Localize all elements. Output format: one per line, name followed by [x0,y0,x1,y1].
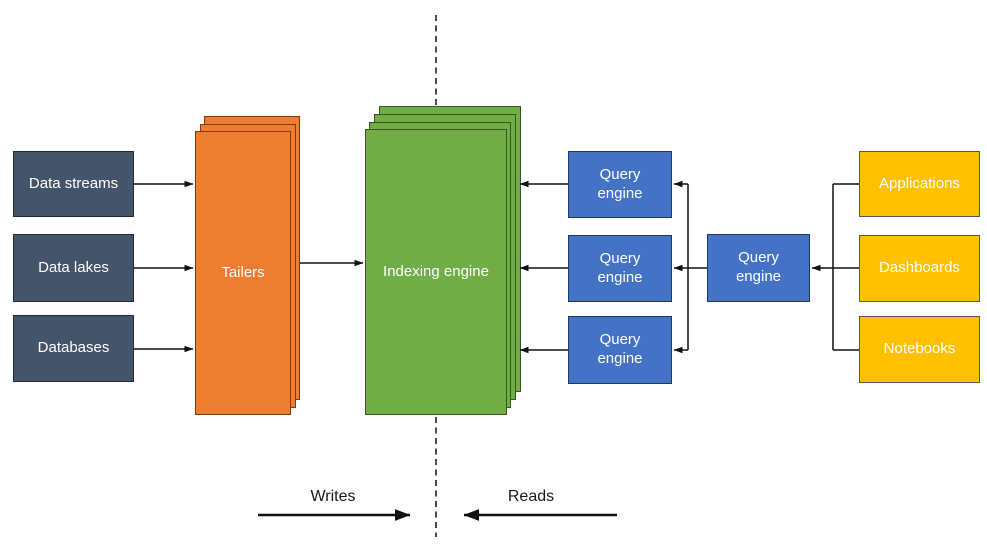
box-applications: Applications [859,151,980,217]
box-query-engine-3-label: Query engine [597,331,643,367]
box-query-engine-1: Query engine [568,151,672,218]
box-query-engine-2: Query engine [568,235,672,302]
box-notebooks-label: Notebooks [883,340,956,358]
box-notebooks: Notebooks [859,316,980,383]
label-writes: Writes [310,488,356,505]
box-dashboards: Dashboards [859,235,980,302]
stack-indexing-engine-label: Indexing engine [383,262,489,280]
box-data-lakes: Data lakes [13,234,134,302]
box-applications-label: Applications [879,174,960,192]
box-dashboards-label: Dashboards [879,259,960,277]
box-query-engine-1-label: Query engine [597,165,643,202]
stack-tailers-label: Tailers [221,263,265,281]
box-data-streams: Data streams [13,151,134,217]
stack-indexing-engine: Indexing engine [365,129,507,415]
box-data-streams-label: Data streams [28,174,119,192]
label-reads: Reads [507,488,555,505]
box-query-engine-3: Query engine [568,316,672,384]
box-query-engine-router-label: Query engine [735,249,782,285]
box-data-lakes-label: Data lakes [38,258,109,276]
box-databases-label: Databases [37,339,110,357]
stack-tailers: Tailers [195,131,291,415]
box-query-engine-2-label: Query engine [597,249,643,286]
box-query-engine-router: Query engine [707,234,810,302]
box-databases: Databases [13,315,134,382]
